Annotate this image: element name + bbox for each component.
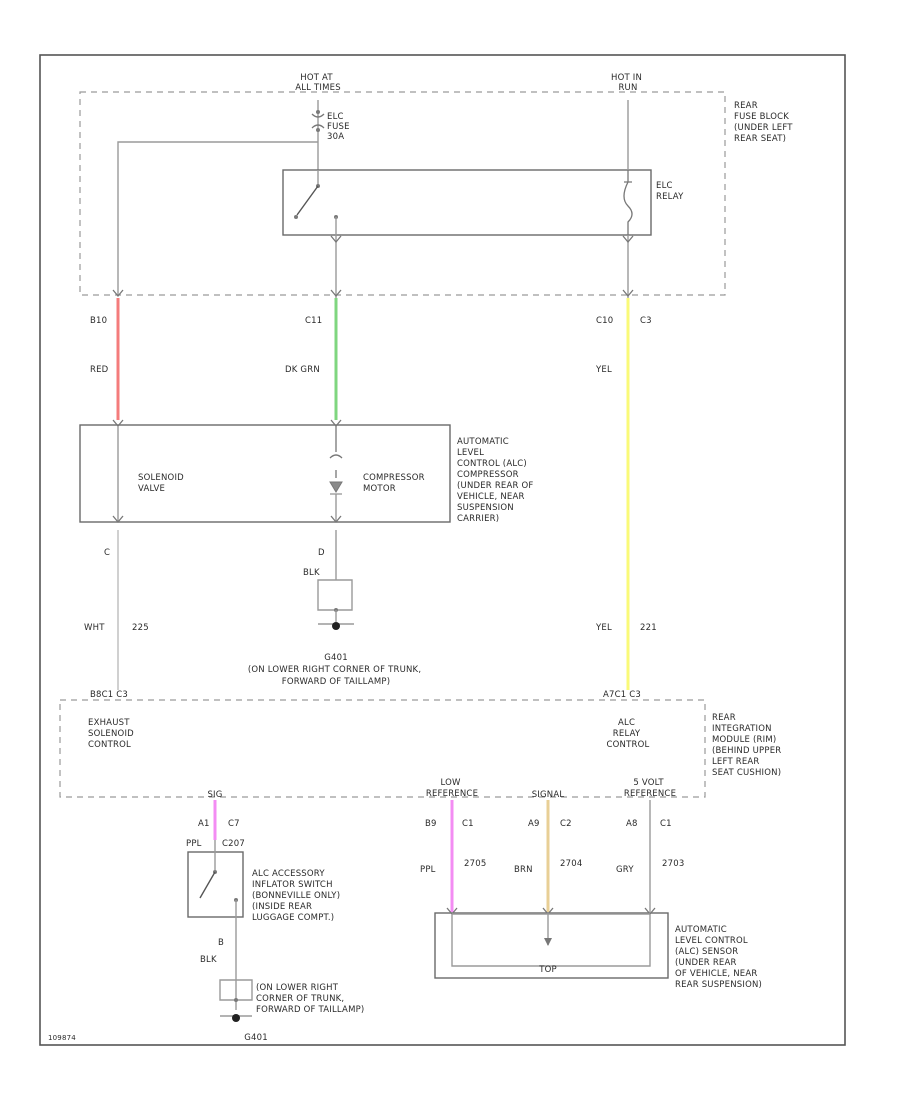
circuit-2704: 2704 (560, 859, 582, 869)
wire-ppl-lower-label: PPL (420, 865, 436, 875)
sensor-arrow (544, 938, 552, 946)
alc-sensor-box (434, 912, 669, 979)
pin-a9: A9 (528, 819, 540, 829)
compressor-bottom-terminals (112, 515, 342, 524)
pin-d-mid: D (318, 548, 325, 558)
alc-compressor-box (79, 424, 451, 523)
pin-b10: B10 (90, 316, 107, 326)
pin-c11: C11 (305, 316, 322, 326)
rear-fuse-block-label: REAR FUSE BLOCK (UNDER LEFT REAR SEAT) (734, 101, 796, 144)
rim-sig-label: SIG (207, 790, 222, 800)
low-reference-label: LOW REFERENCE (426, 778, 478, 799)
pin-c10: C10 (596, 316, 613, 326)
circuit-2703: 2703 (662, 859, 684, 869)
solenoid-valve-label: SOLENOID VALVE (138, 473, 187, 494)
wire-dk-grn-label: DK GRN (285, 365, 320, 375)
compressor-description: AUTOMATIC LEVEL CONTROL (ALC) COMPRESSOR… (457, 437, 536, 524)
hot-at-all-times-label: HOT AT ALL TIMES (295, 73, 341, 93)
signal-label: SIGNAL (532, 790, 565, 800)
pin-a1: A1 (198, 819, 210, 829)
pin-b-switch: B (218, 938, 224, 948)
elc-fuse-label: ELC FUSE 30A (327, 112, 353, 142)
connector-c7: C7 (228, 819, 240, 829)
rim-description: REAR INTEGRATION MODULE (RIM) (BEHIND UP… (712, 713, 784, 778)
elc-relay-label: ELC RELAY (656, 181, 684, 202)
hot-in-run-label: HOT IN RUN (611, 73, 645, 93)
five-volt-reference-label: 5 VOLT REFERENCE (624, 778, 676, 799)
connector-c1-b: C1 (660, 819, 672, 829)
lower-ground-symbol (232, 1014, 240, 1022)
sensor-description: AUTOMATIC LEVEL CONTROL (ALC) SENSOR (UN… (675, 925, 762, 990)
elc-relay-box (282, 169, 652, 236)
rim-pin-right: A7C1 C3 (603, 690, 641, 700)
fuse-block-connector-terminals (112, 235, 634, 298)
exhaust-solenoid-control: EXHAUST SOLENOID CONTROL (88, 718, 137, 750)
wire-wht-label: WHT (84, 623, 105, 633)
compressor-motor-label: COMPRESSOR MOTOR (363, 473, 428, 494)
connector-c2: C2 (560, 819, 572, 829)
g401-location: (ON LOWER RIGHT CORNER OF TRUNK, FORWARD… (248, 665, 424, 687)
connector-c3: C3 (640, 316, 652, 326)
inflator-switch-contact (199, 871, 216, 899)
rim-outline (59, 699, 706, 798)
connector-c1-a: C1 (462, 819, 474, 829)
connector-c207: C207 (222, 839, 245, 849)
rear-fuse-block-outline (79, 91, 726, 296)
figure-id: 109874 (48, 1034, 76, 1042)
wire-red-label: RED (90, 365, 109, 375)
diagram-border (39, 54, 846, 1046)
circuit-221: 221 (640, 623, 657, 633)
relay-switch-contact (296, 185, 319, 216)
inflator-switch-label: ALC ACCESSORY INFLATOR SWITCH (BONNEVILL… (252, 869, 343, 923)
ground-g401-lower-label: G401 (244, 1033, 268, 1043)
wire-ppl-upper-label: PPL (186, 839, 202, 849)
pin-c-left: C (104, 548, 110, 558)
pin-b9: B9 (425, 819, 437, 829)
compressor-motor-symbol (329, 426, 343, 478)
sensor-inner-label: TOP (538, 965, 557, 975)
wire-blk-switch-label: BLK (200, 955, 217, 965)
motor-diode-symbol (329, 481, 343, 495)
pin-a8: A8 (626, 819, 638, 829)
circuit-2705: 2705 (464, 859, 486, 869)
alc-relay-control: ALC RELAY CONTROL (607, 718, 650, 750)
relay-coil (623, 170, 633, 235)
ground-g401-label: G401 (324, 653, 348, 663)
lower-ground-location: (ON LOWER RIGHT CORNER OF TRUNK, FORWARD… (256, 983, 364, 1015)
circuit-225: 225 (132, 623, 149, 633)
wire-blk-label: BLK (303, 568, 320, 578)
rim-pin-left: B8C1 C3 (90, 690, 128, 700)
wire-brn-label: BRN (514, 865, 533, 875)
elc-fuse-symbol (311, 113, 325, 129)
ground-g401-symbol (332, 622, 340, 630)
wire-gry-label: GRY (616, 865, 634, 875)
wire-yel-lower-label: YEL (595, 623, 612, 633)
wire-yel-label: YEL (595, 365, 612, 375)
